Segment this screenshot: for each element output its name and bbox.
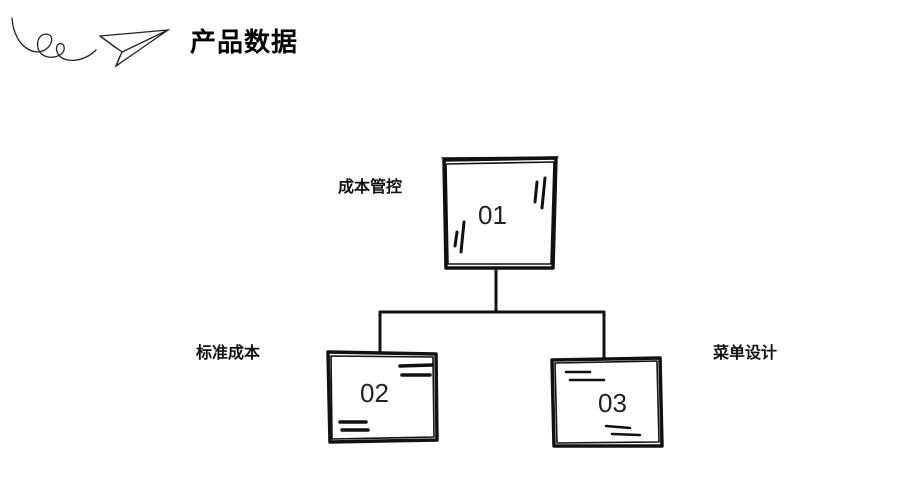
paper-plane-icon	[11, 17, 171, 68]
node-box-03	[550, 356, 664, 448]
node-number-02: 02	[360, 378, 389, 408]
node-label-02: 标准成本	[196, 343, 261, 362]
page-title: 产品数据	[190, 28, 299, 58]
node-label-03: 菜单设计	[713, 343, 778, 362]
node-box-02	[326, 350, 439, 444]
tree-connectors	[378, 268, 606, 360]
node-number-03: 03	[598, 388, 627, 418]
node-number-01: 01	[478, 200, 507, 230]
node-label-01: 成本管控	[338, 177, 403, 196]
node-box-01	[441, 156, 559, 270]
